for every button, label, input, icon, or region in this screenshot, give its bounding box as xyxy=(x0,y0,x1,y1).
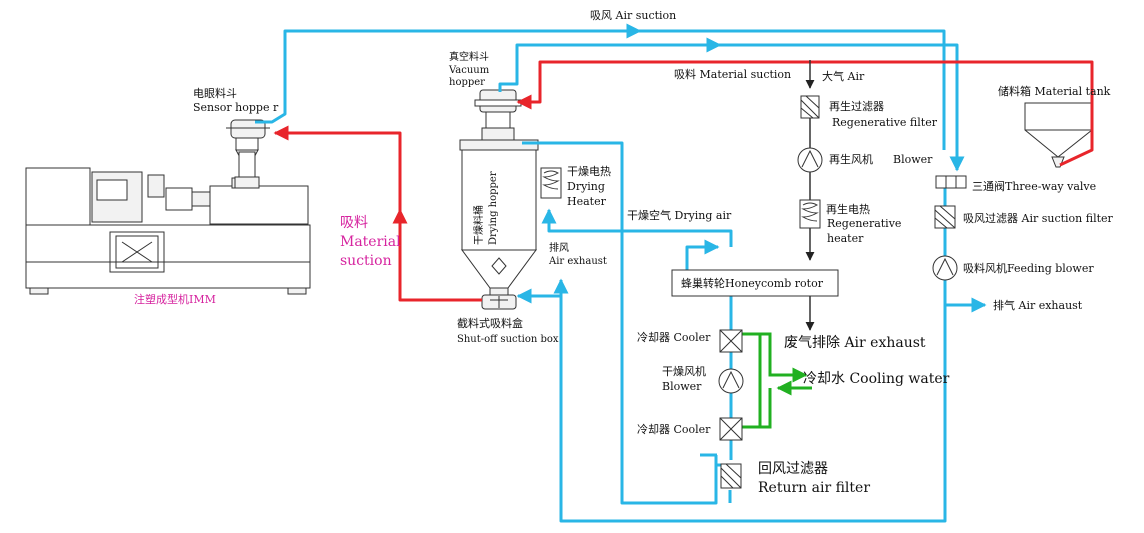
cooling-water-label: 冷却水 Cooling water xyxy=(803,371,950,387)
vacuum-hopper-en1-label: Vacuum xyxy=(448,65,490,76)
atmosphere-air-label: 大气 Air xyxy=(822,69,865,83)
sensor-hopper xyxy=(226,119,270,189)
regen-filter-en-label: Regenerative filter xyxy=(832,116,938,129)
air-suction-top-label: 吸风 Air suction xyxy=(590,9,676,22)
cooling-water-lines xyxy=(739,332,812,429)
regenerative-filter xyxy=(800,95,820,119)
drying-blower-cn-label: 干燥风机 xyxy=(662,364,706,378)
drying-blower xyxy=(718,368,744,394)
regen-filter-cn-label: 再生过滤器 xyxy=(829,99,884,113)
drying-heater xyxy=(540,167,562,199)
material-suction-cn-label: 吸料 xyxy=(340,215,368,231)
sensor-hopper-en-label: Sensor hoppe r xyxy=(193,101,279,114)
drying-heater-cn-label: 干燥电热 xyxy=(567,165,611,178)
injection-molding-machine xyxy=(25,167,311,295)
cooler-top-label: 冷却器 Cooler xyxy=(637,331,711,344)
vacuum-hopper-en2-label: hopper xyxy=(449,77,485,88)
drying-heater-en1-label: Drying xyxy=(567,180,605,193)
vacuum-hopper-cn-label: 真空料斗 xyxy=(449,50,489,63)
three-way-valve xyxy=(935,175,967,189)
shutoff-box-en-label: Shut-off suction box xyxy=(457,334,559,345)
air-exhaust-left-cn-label: 排风 xyxy=(549,241,569,254)
regen-heater-en1-label: Regenerative xyxy=(827,217,901,230)
cooler-bottom-label: 冷却器 Cooler xyxy=(637,423,711,436)
material-suction-en1-label: Material xyxy=(340,234,401,250)
regen-heater-en2-label: heater xyxy=(827,232,864,245)
material-tank xyxy=(1024,102,1093,168)
air-lines xyxy=(255,23,987,523)
material-suction-en2-label: suction xyxy=(340,253,392,269)
air-exhaust-left-en-label: Air exhaust xyxy=(548,256,607,267)
regen-heater-cn-label: 再生电热 xyxy=(826,202,870,216)
honeycomb-rotor xyxy=(671,269,839,297)
drying-hopper-cn-label: 干燥料桶 xyxy=(472,205,485,245)
honeycomb-rotor-label: 蜂巢转轮Honeycomb rotor xyxy=(681,276,824,290)
vacuum-hopper xyxy=(474,89,522,141)
drying-hopper-en-label: Drying hopper xyxy=(488,171,499,245)
feeding-blower xyxy=(932,255,958,281)
sensor-hopper-cn-label: 电眼料斗 xyxy=(193,86,237,100)
drying-blower-en-label: Blower xyxy=(662,380,702,393)
cooler-bottom xyxy=(719,417,743,441)
drying-hopper xyxy=(459,139,539,310)
waste-exhaust-label: 废气排除 Air exhaust xyxy=(784,335,926,351)
regen-blower-label: 再生风机 xyxy=(829,152,873,166)
return-filter-en-label: Return air filter xyxy=(758,480,870,496)
feeding-blower-label: 吸料风机Feeding blower xyxy=(963,261,1094,275)
material-suction-top-label: 吸料 Material suction xyxy=(674,67,791,81)
material-tank-label: 储料箱 Material tank xyxy=(998,84,1111,98)
drying-heater-en2-label: Heater xyxy=(567,195,607,208)
suction-filter-label: 吸风过滤器 Air suction filter xyxy=(963,212,1114,225)
return-air-filter xyxy=(720,463,742,489)
air-suction-filter xyxy=(934,205,956,229)
regenerative-heater xyxy=(799,199,821,229)
return-filter-cn-label: 回风过滤器 xyxy=(758,461,828,477)
shutoff-box-cn-label: 截料式吸料盒 xyxy=(457,316,523,330)
regenerative-blower xyxy=(797,147,823,173)
cooler-top xyxy=(719,329,743,353)
material-lines xyxy=(273,60,1094,302)
three-way-valve-label: 三通阀Three-way valve xyxy=(972,179,1096,193)
exhaust-right-label: 排气 Air exhaust xyxy=(993,298,1083,312)
drying-air-label: 干燥空气 Drying air xyxy=(627,208,732,222)
regen-blower-en-label: Blower xyxy=(893,153,933,166)
imm-label: 注塑成型机IMM xyxy=(134,292,216,306)
